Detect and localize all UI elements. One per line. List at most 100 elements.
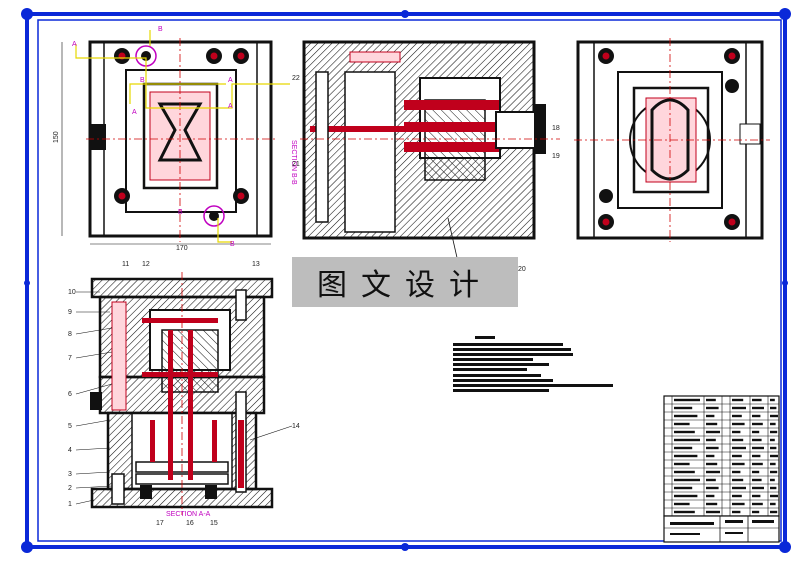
bom-cell-text xyxy=(732,478,744,482)
bom-cell-text xyxy=(674,414,698,418)
bom-cell-text xyxy=(674,502,690,506)
plan-view-moving-half xyxy=(574,38,770,242)
bom-cell-text xyxy=(732,430,741,434)
bom-cell-text xyxy=(770,510,778,514)
bom-cell-text xyxy=(752,462,763,466)
bom-cell-text xyxy=(752,510,760,514)
bom-cell-text xyxy=(706,478,716,482)
section-bb-title: SECTION B-B xyxy=(290,140,297,185)
bom-cell-text xyxy=(706,430,720,434)
bom-cell-text xyxy=(770,462,776,466)
bom-cell-text xyxy=(732,502,745,506)
bom-cell-text xyxy=(706,470,720,474)
part-label-15: 15 xyxy=(210,520,218,527)
part-label: 6 xyxy=(68,391,72,398)
bom-cell-text xyxy=(770,414,778,418)
cut-marker-b: B xyxy=(140,77,145,84)
cut-marker-b: B xyxy=(178,209,183,216)
bom-cell-text xyxy=(732,414,742,418)
bom-cell-text xyxy=(770,430,778,434)
cut-marker-a: A xyxy=(72,41,77,48)
section-bb-view: SECTION B-B 22 21 18 19 20 xyxy=(290,40,560,273)
part-label: 4 xyxy=(68,447,72,454)
bom-table xyxy=(664,395,779,514)
bom-cell-text xyxy=(706,446,719,450)
bom-cell-text xyxy=(752,422,763,426)
part-label: 3 xyxy=(68,471,72,478)
bom-cell-text xyxy=(752,406,764,410)
bom-cell-text xyxy=(706,486,719,490)
title-block xyxy=(663,395,780,543)
part-label: 2 xyxy=(68,485,72,492)
bom-cell-text xyxy=(732,510,741,514)
part-label-20: 20 xyxy=(518,266,526,273)
bom-cell-text xyxy=(732,462,745,466)
cut-marker-b: B xyxy=(230,241,235,248)
bom-cell-text xyxy=(770,398,775,402)
bom-cell-text xyxy=(752,486,764,490)
bom-cell-text xyxy=(770,486,777,490)
watermark-text: 图文设计 xyxy=(317,268,493,303)
bom-cell-text xyxy=(706,406,719,410)
bom-cell-text xyxy=(770,438,775,442)
bom-cell-text xyxy=(732,446,746,450)
bom-cell-text xyxy=(674,510,695,514)
bom-cell-text xyxy=(674,478,700,482)
bom-cell-text xyxy=(732,422,745,426)
part-label-18: 18 xyxy=(552,125,560,132)
bom-cell-text xyxy=(770,494,778,498)
bom-cell-text xyxy=(752,438,762,442)
part-label: 9 xyxy=(68,309,72,316)
cut-marker-a: A xyxy=(132,109,137,116)
bom-cell-text xyxy=(706,414,715,418)
part-label: 10 xyxy=(68,289,76,296)
cut-marker-a: A xyxy=(228,103,233,110)
watermark-banner: 图文设计 xyxy=(292,257,518,307)
part-label: 5 xyxy=(68,423,72,430)
bom-cell-text xyxy=(674,446,693,450)
bom-cell-text xyxy=(752,494,761,498)
bom-cell-text xyxy=(732,494,742,498)
bom-cell-text xyxy=(674,454,698,458)
cut-marker-b: B xyxy=(158,26,163,33)
part-label-17: 17 xyxy=(156,520,164,527)
bom-cell-text xyxy=(674,438,700,442)
bom-cell-text xyxy=(674,470,695,474)
part-label: 8 xyxy=(68,331,72,338)
bom-cell-text xyxy=(732,470,741,474)
bom-cell-text xyxy=(770,422,776,426)
bom-cell-text xyxy=(674,406,693,410)
bom-cell-text xyxy=(706,422,718,426)
part-label: 7 xyxy=(68,355,72,362)
bom-cell-text xyxy=(732,398,744,402)
bom-cell-text xyxy=(770,446,777,450)
bom-cell-text xyxy=(770,406,777,410)
bom-cell-text xyxy=(732,454,742,458)
plan-view-fixed-half: 170 150 A B B A A A B B xyxy=(53,26,290,252)
bom-cell-text xyxy=(674,430,695,434)
bom-cell-text xyxy=(752,414,761,418)
bom-cell-text xyxy=(770,502,776,506)
bom-cell-text xyxy=(752,446,764,450)
section-aa-title: SECTION A-A xyxy=(166,511,211,518)
bom-cell-text xyxy=(770,470,778,474)
bom-cell-text xyxy=(674,462,690,466)
part-label-11: 11 xyxy=(122,261,129,268)
bom-cell-text xyxy=(706,462,718,466)
bom-cell-text xyxy=(752,502,763,506)
part-label: 1 xyxy=(68,501,72,508)
part-labels-left: 10 9 8 7 6 5 4 3 2 1 xyxy=(68,289,113,508)
bom-cell-text xyxy=(732,406,746,410)
part-label-12: 12 xyxy=(142,261,150,268)
bom-cell-text xyxy=(752,470,760,474)
bom-cell-text xyxy=(752,430,760,434)
bom-cell-text xyxy=(706,510,720,514)
section-aa-view: SECTION A-A 10 9 8 7 6 5 4 3 2 1 11 12 1… xyxy=(68,261,300,527)
part-label-21: 21 xyxy=(292,161,300,168)
part-label-13: 13 xyxy=(252,261,260,268)
bom-cell-text xyxy=(674,486,693,490)
bom-cell-text xyxy=(706,398,716,402)
technical-notes xyxy=(453,336,613,392)
part-label-19: 19 xyxy=(552,153,560,160)
